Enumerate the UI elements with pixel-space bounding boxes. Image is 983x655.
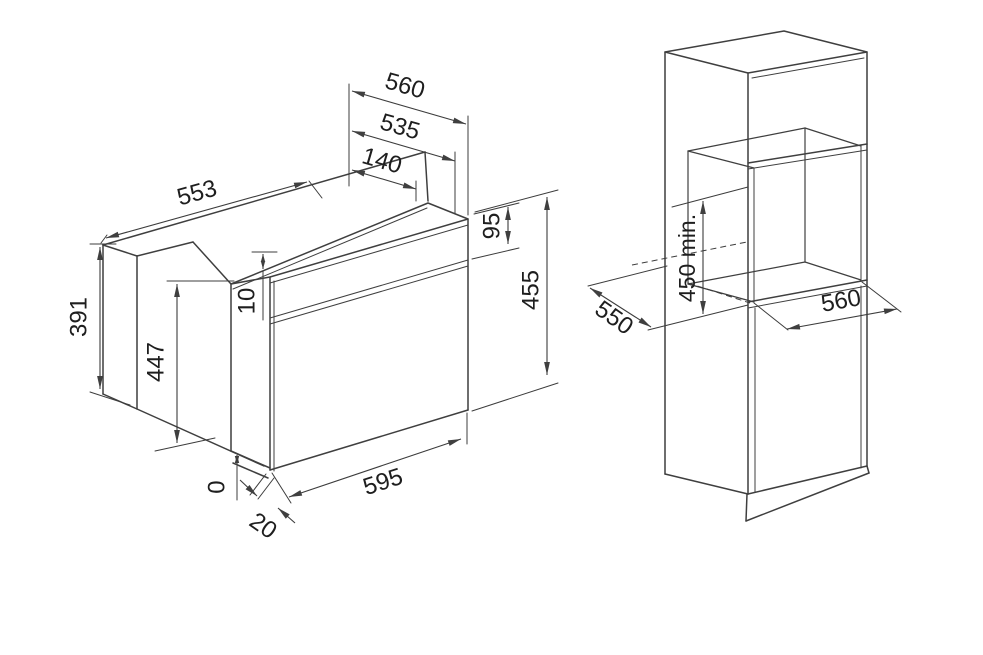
cabinet-carcass [664, 30, 868, 495]
dim-front-inner-height: 447 [143, 284, 180, 443]
niche-interior [687, 127, 862, 303]
cabinet-plinth [745, 465, 870, 522]
dim-top-step: 10 [234, 254, 266, 315]
dim-front-height: 455 [518, 197, 550, 375]
dim-label-front-inner-height: 447 [143, 342, 170, 382]
dim-niche-height: 450 min. [674, 201, 706, 314]
dim-label-bottom-gap: 0 [204, 480, 231, 493]
dim-label-niche-height: 450 min. [674, 214, 700, 302]
dim-label-control-panel-height: 95 [479, 213, 506, 240]
dim-label-body-height: 391 [66, 297, 93, 337]
dim-label-top-step: 10 [234, 288, 261, 315]
oven-extension-lines [89, 83, 559, 504]
control-panel-groove [269, 259, 469, 325]
dim-body-height: 391 [66, 247, 103, 389]
dim-bottom-gap: 0 [204, 455, 240, 494]
cabinet-extension-lines [587, 186, 902, 331]
dim-label-front-height: 455 [518, 270, 545, 310]
dim-control-panel-height: 95 [479, 207, 511, 244]
